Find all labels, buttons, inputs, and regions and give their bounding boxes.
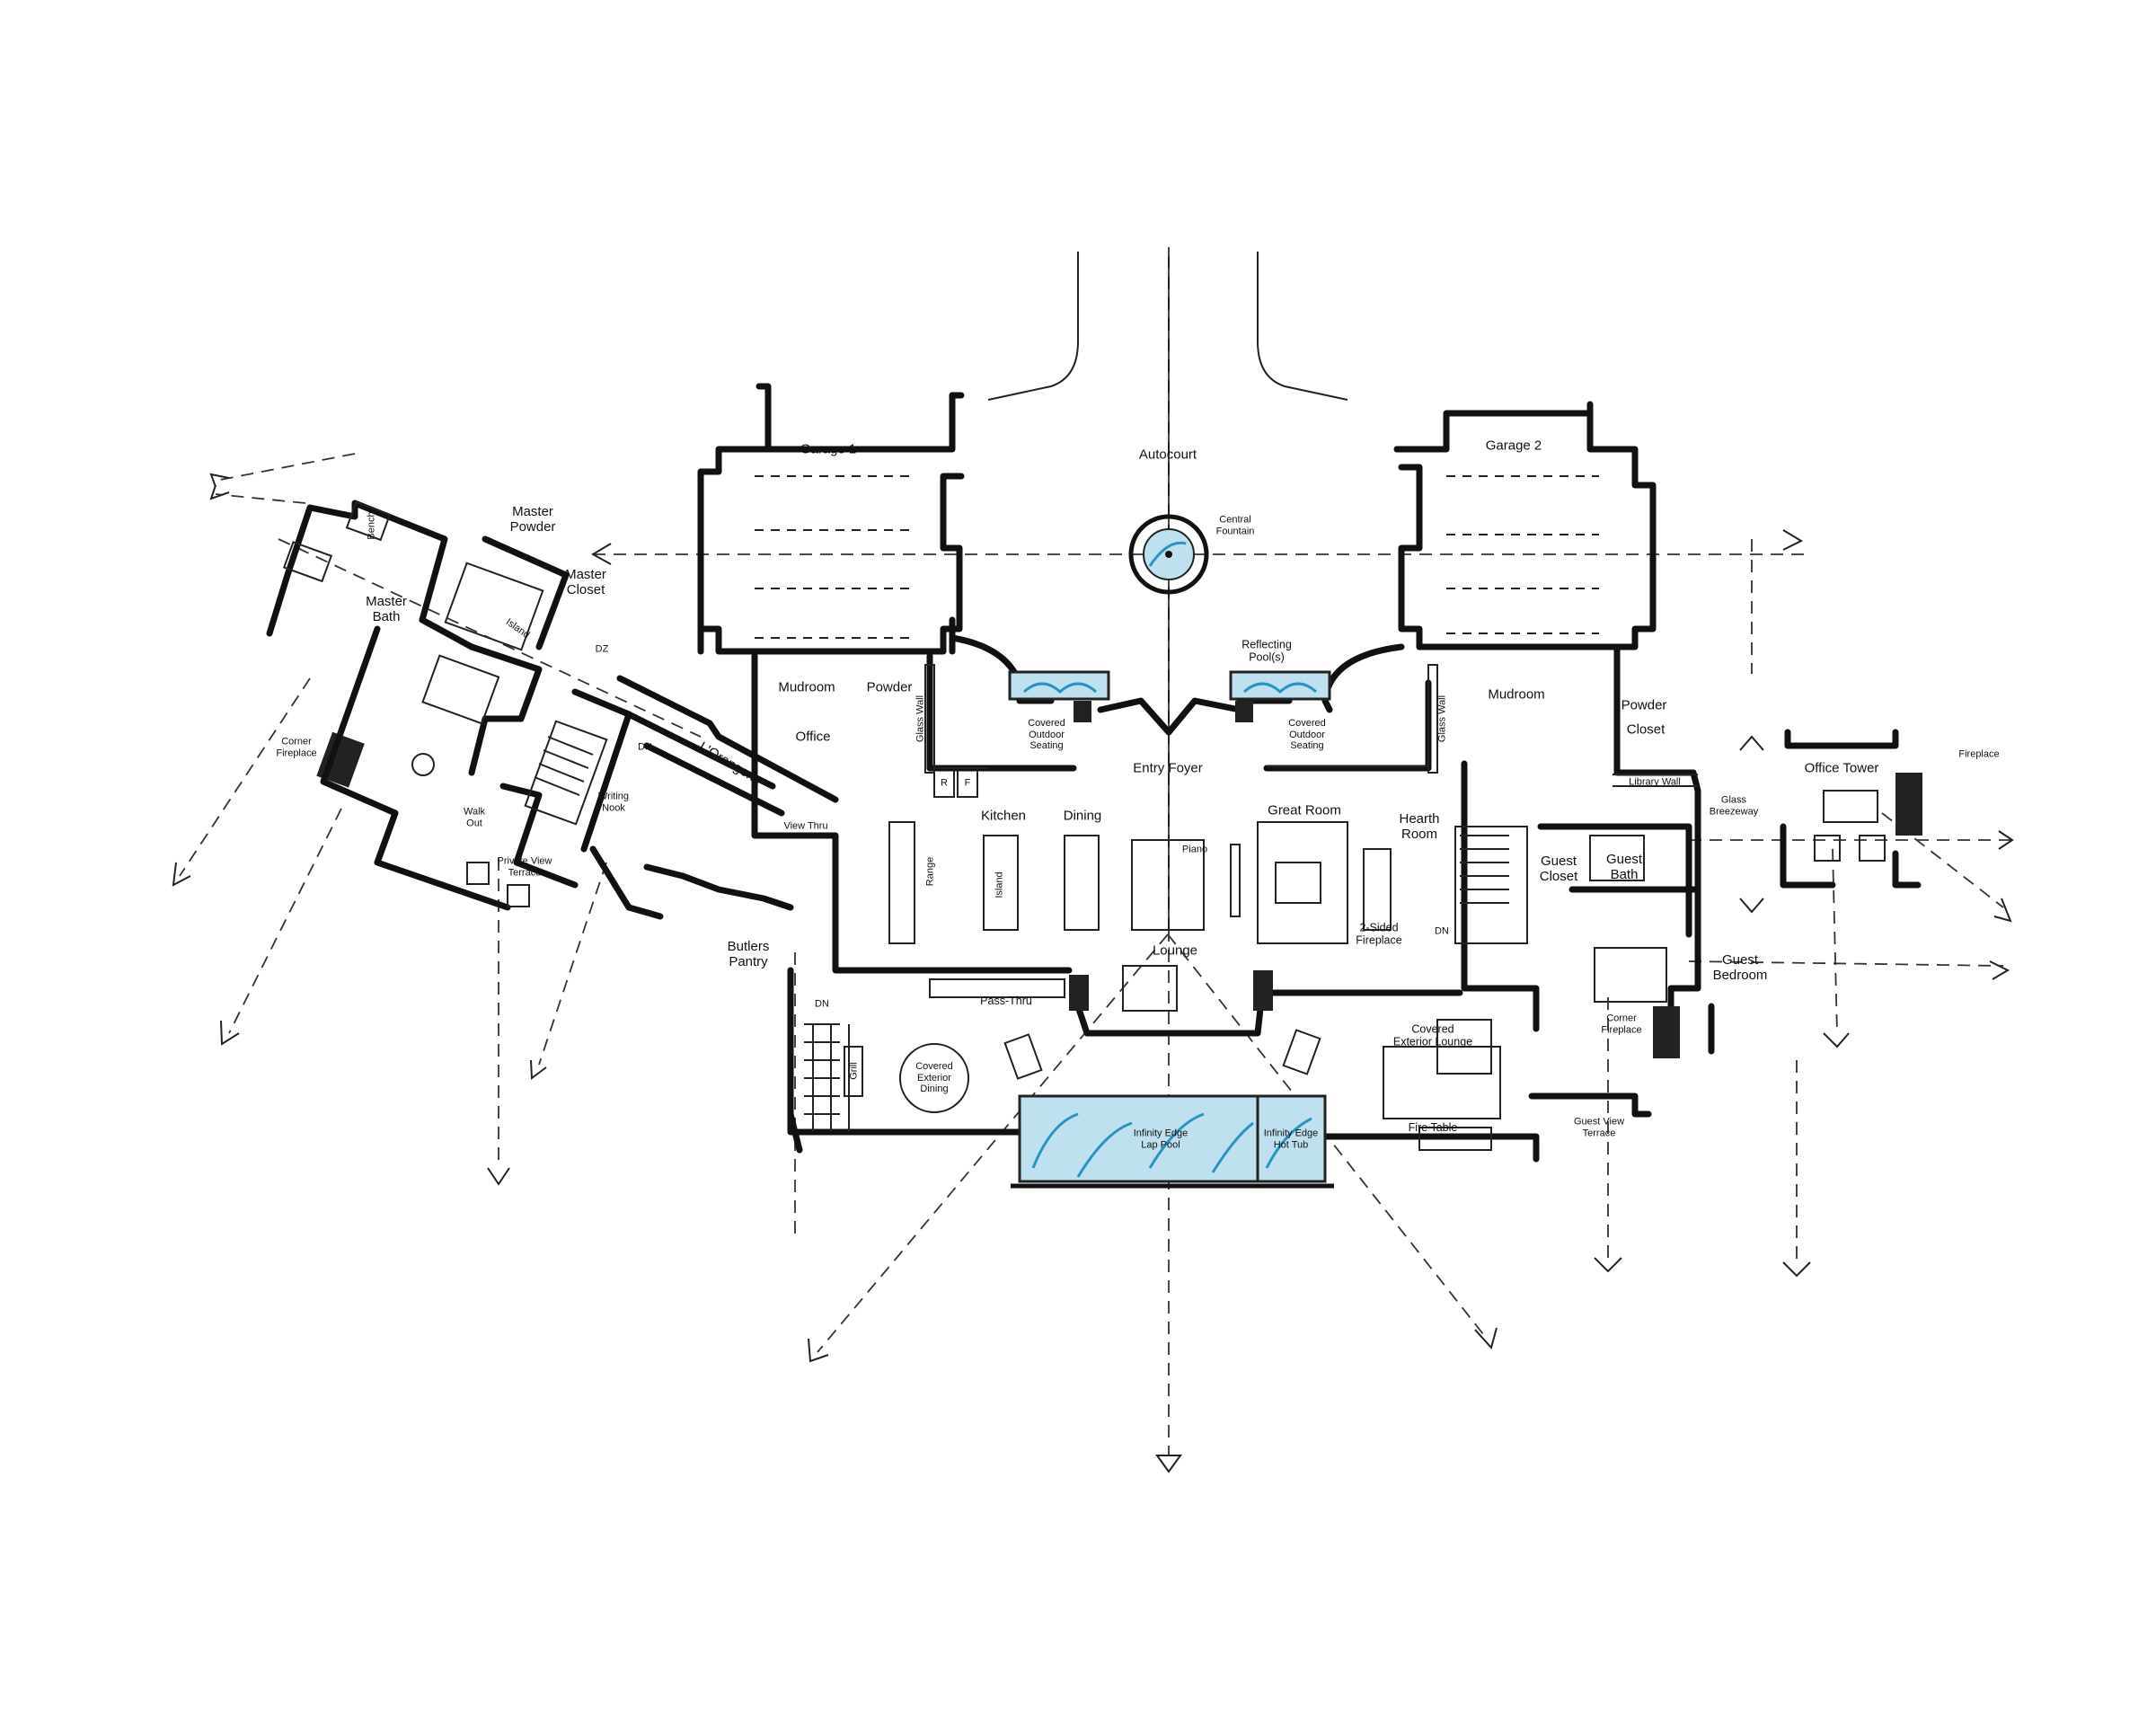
guest-bedroom-label: Guest Bedroom xyxy=(1712,951,1768,983)
thin-partitions xyxy=(924,664,1698,798)
view-arrow-heads xyxy=(172,473,2014,1473)
central-fountain xyxy=(1128,514,1209,595)
interior-furniture xyxy=(888,821,1528,1119)
glass-wall-left-label: Glass Wall xyxy=(915,694,926,743)
bench-label: Bench xyxy=(366,511,377,540)
mudroom-left-label: Mudroom xyxy=(778,679,835,695)
driveway xyxy=(987,252,1348,934)
office-tower-label: Office Tower xyxy=(1804,760,1879,776)
entry-foyer-label: Entry Foyer xyxy=(1133,760,1203,776)
infinity-lap-pool-label: Infinity Edge Lap Pool xyxy=(1133,1128,1188,1150)
office-label: Office xyxy=(795,729,831,745)
corner-fireplace-master-label: Corner Fireplace xyxy=(276,736,317,758)
hearth-room-label: Hearth Room xyxy=(1399,810,1440,842)
stairs xyxy=(534,736,1509,1115)
guest-closet-label: Guest Closet xyxy=(1539,853,1578,884)
dn-hearth-label: DN xyxy=(1435,925,1449,937)
glass-breezeway-label: Glass Breezeway xyxy=(1709,794,1759,817)
guest-wing-walls xyxy=(1537,729,1922,938)
central-fountain-label: Central Fountain xyxy=(1215,514,1255,536)
covered-exterior-lounge-label: Covered Exterior Lounge xyxy=(1392,1022,1473,1048)
infinity-pool xyxy=(1011,1094,1334,1189)
office-tower-furniture xyxy=(1589,790,1886,1003)
garage-2-label: Garage 2 xyxy=(1485,438,1542,454)
powder-right-label: Powder xyxy=(1621,697,1667,713)
main-house-walls xyxy=(751,634,1715,1163)
powder-left-label: Powder xyxy=(866,679,913,695)
garage-1-label: Garage 1 xyxy=(800,441,857,457)
guest-view-terrace-label: Guest View Terrace xyxy=(1573,1116,1625,1138)
master-wing-furniture xyxy=(282,500,608,907)
glass-wall-right-label: Glass Wall xyxy=(1436,694,1448,743)
fireplace-tower-label: Fireplace xyxy=(1958,748,2000,760)
reflecting-pools-label: Reflecting Pool(s) xyxy=(1241,638,1292,664)
corner-fireplace-guest-label: Corner Fireplace xyxy=(1601,1013,1642,1035)
fireplaces xyxy=(316,731,1922,1058)
range-label: Range xyxy=(924,856,936,887)
garage-1-walls xyxy=(697,383,965,655)
covered-outdoor-seating-right-label: Covered Outdoor Seating xyxy=(1288,718,1326,752)
pass-thru-label: Pass-Thru xyxy=(980,994,1032,1007)
piano-label: Piano xyxy=(1181,844,1208,855)
grill-label: Grill xyxy=(848,1062,860,1080)
kitchen-label: Kitchen xyxy=(980,808,1027,824)
covered-outdoor-seating-left-label: Covered Outdoor Seating xyxy=(1028,718,1065,752)
two-sided-fireplace-label: 2-Sided Fireplace xyxy=(1356,921,1402,947)
private-view-terrace-label: Private View Terrace xyxy=(497,855,552,878)
writing-nook-label: Writing Nook xyxy=(597,791,630,813)
fire-table-label: Fire Table xyxy=(1408,1120,1458,1134)
infinity-hot-tub-label: Infinity Edge Hot Tub xyxy=(1263,1128,1319,1150)
dn-master-label: DN xyxy=(638,741,652,753)
butlers-pantry-label: Butlers Pantry xyxy=(727,938,770,969)
master-powder-label: Master Powder xyxy=(509,503,556,535)
refrigerator-label: R xyxy=(941,777,948,789)
view-thru-label: View Thru xyxy=(783,820,828,832)
view-axis-lines xyxy=(179,247,2012,1455)
master-bath-label: Master Bath xyxy=(366,593,407,624)
lorangerie-walls xyxy=(589,675,839,920)
garage-1-bays xyxy=(755,475,912,639)
guest-bath-label: Guest Bath xyxy=(1605,851,1643,882)
lounge-label: Lounge xyxy=(1152,942,1198,959)
covered-exterior-dining-label: Covered Exterior Dining xyxy=(915,1061,953,1095)
master-closet-label: Master Closet xyxy=(565,566,606,597)
dining-label: Dining xyxy=(1063,808,1102,824)
mudroom-right-label: Mudroom xyxy=(1488,686,1545,703)
reflecting-pools xyxy=(1008,670,1331,722)
freezer-label: F xyxy=(964,777,971,789)
library-wall-label: Library Wall xyxy=(1629,776,1681,788)
autocourt-label: Autocourt xyxy=(1138,447,1197,463)
master-wing-walls xyxy=(266,500,776,911)
dn-terrace-label: DN xyxy=(815,998,829,1010)
garage-2-walls xyxy=(1393,401,1657,650)
dz-label: DZ xyxy=(595,643,609,655)
kitchen-island-label: Island xyxy=(994,871,1005,898)
great-room-label: Great Room xyxy=(1268,802,1341,818)
closet-label: Closet xyxy=(1626,721,1666,738)
walk-out-label: Walk Out xyxy=(463,806,486,828)
